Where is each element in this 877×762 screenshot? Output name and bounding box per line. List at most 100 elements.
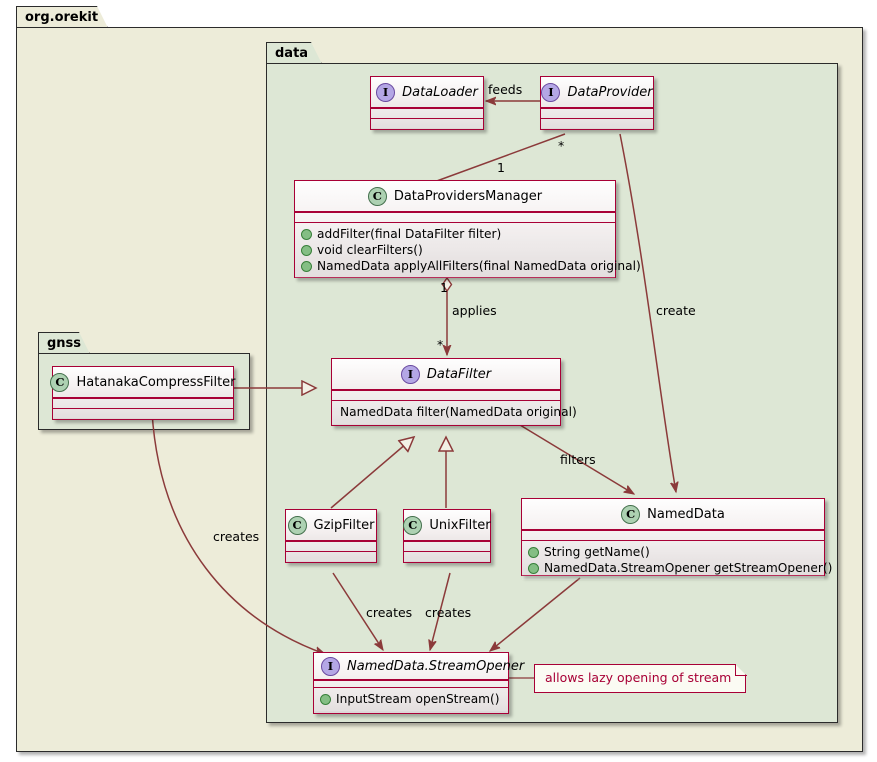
class-badge-icon: C <box>287 515 307 535</box>
package-label-org-orekit: org.orekit <box>25 10 99 25</box>
compartment-divider <box>404 550 490 552</box>
class-box-unixfilter[interactable]: C UnixFilter <box>403 509 491 563</box>
edge-label-creates-hatanaka: creates <box>213 529 260 544</box>
multiplicity-filter-one: 1 <box>440 280 448 295</box>
note-fold-corner-icon <box>735 664 747 676</box>
package-tab-gnss: gnss <box>38 332 90 354</box>
methods-compartment-nameddata: String getName() NamedData.StreamOpener … <box>522 541 832 580</box>
method-label: InputStream openStream() <box>336 692 500 706</box>
class-header-dataloader: I DataLoader <box>371 77 483 107</box>
class-box-hatanakacompressfilter[interactable]: C HatanakaCompressFilter <box>50 366 236 420</box>
method-label: NamedData applyAllFilters(final NamedDat… <box>317 259 641 273</box>
interface-badge-icon: I <box>400 364 420 384</box>
class-box-datafilter[interactable]: I DataFilter NamedData filter(NamedData … <box>331 358 577 426</box>
methods-compartment-dataloader <box>371 119 483 128</box>
interface-badge-icon: I <box>321 656 340 676</box>
class-box-streamopener[interactable]: I NamedData.StreamOpener InputStream ope… <box>313 652 524 714</box>
class-box-gzipfilter[interactable]: C GzipFilter <box>285 509 377 563</box>
interface-badge-icon: I <box>541 82 561 102</box>
multiplicity-filter-star: * <box>437 337 444 352</box>
methods-compartment-unixfilter <box>404 552 490 561</box>
multiplicity-manager-one: 1 <box>497 160 505 175</box>
class-name-datafilter: DataFilter <box>426 366 492 382</box>
methods-compartment-streamopener: InputStream openStream() <box>314 688 508 711</box>
note-lazy-opening: allows lazy opening of stream <box>534 664 746 693</box>
edge-label-create: create <box>656 303 696 318</box>
method-row: NamedData.StreamOpener getStreamOpener() <box>528 560 832 576</box>
class-header-datafilter: I DataFilter <box>332 359 560 389</box>
class-name-gzipfilter: GzipFilter <box>313 517 375 533</box>
compartment-divider <box>371 107 483 109</box>
interface-badge-icon: I <box>376 82 396 102</box>
public-visibility-icon <box>528 546 539 558</box>
compartment-divider <box>286 550 376 552</box>
compartment-divider <box>541 107 653 109</box>
attributes-compartment-streamopener <box>314 680 508 687</box>
edge-label-creates-gzip: creates <box>366 605 413 620</box>
compartment-divider <box>53 407 233 409</box>
attributes-compartment-datafilter <box>332 390 560 400</box>
method-label: String getName() <box>544 545 650 559</box>
method-row: InputStream openStream() <box>320 691 502 707</box>
compartment-divider <box>332 399 560 401</box>
public-visibility-icon <box>301 244 312 256</box>
class-header-dataprovider: I DataProvider <box>541 77 653 107</box>
compartment-divider <box>295 211 615 213</box>
compartment-divider <box>314 686 508 688</box>
edge-label-filters: filters <box>560 452 596 467</box>
method-label: NamedData.StreamOpener getStreamOpener() <box>544 561 833 575</box>
multiplicity-provider-star: * <box>558 138 565 153</box>
class-name-nameddata: NamedData <box>647 506 725 522</box>
compartment-divider <box>314 679 508 681</box>
class-badge-icon: C <box>403 515 423 535</box>
methods-compartment-gzipfilter <box>286 552 376 561</box>
method-row: NamedData applyAllFilters(final NamedDat… <box>301 258 641 274</box>
class-header-streamopener: I NamedData.StreamOpener <box>314 653 524 679</box>
public-visibility-icon <box>320 693 331 705</box>
compartment-divider <box>332 389 560 391</box>
attributes-compartment-manager <box>295 212 615 222</box>
attributes-compartment-unixfilter <box>404 541 490 551</box>
attributes-compartment-hatanaka <box>53 398 233 408</box>
methods-compartment-manager: addFilter(final DataFilter filter) void … <box>295 223 641 278</box>
package-tab-org-orekit: org.orekit <box>16 6 108 28</box>
compartment-divider <box>295 221 615 223</box>
attributes-compartment-nameddata <box>522 530 824 540</box>
methods-compartment-hatanaka <box>53 409 233 418</box>
package-tab-data: data <box>266 42 322 64</box>
compartment-divider <box>404 540 490 542</box>
attributes-compartment-dataloader <box>371 108 483 118</box>
method-row: void clearFilters() <box>301 242 609 258</box>
public-visibility-icon <box>301 260 312 272</box>
public-visibility-icon <box>528 562 539 574</box>
class-name-dataloader: DataLoader <box>402 84 478 100</box>
methods-compartment-dataprovider <box>541 119 653 128</box>
class-name-dataprovidersmanager: DataProvidersManager <box>393 188 543 204</box>
attributes-compartment-dataprovider <box>541 108 653 118</box>
attributes-compartment-gzipfilter <box>286 541 376 551</box>
edge-label-applies: applies <box>452 303 497 318</box>
package-label-data: data <box>275 46 309 61</box>
class-header-nameddata: C NamedData <box>522 499 824 529</box>
class-header-gzipfilter: C GzipFilter <box>286 510 376 540</box>
method-label: void clearFilters() <box>317 243 423 257</box>
class-header-hatanakacompressfilter: C HatanakaCompressFilter <box>50 367 236 397</box>
compartment-divider <box>286 540 376 542</box>
class-box-dataprovider[interactable]: I DataProvider <box>540 76 654 130</box>
public-visibility-icon <box>301 228 312 240</box>
method-row: String getName() <box>528 544 818 560</box>
compartment-divider <box>371 117 483 119</box>
class-box-dataprovidersmanager[interactable]: C DataProvidersManager addFilter(final D… <box>294 180 641 278</box>
class-badge-icon: C <box>367 186 387 206</box>
class-box-nameddata[interactable]: C NamedData String getName() NamedData.S… <box>521 498 832 580</box>
class-badge-icon: C <box>50 372 70 392</box>
edge-label-feeds: feeds <box>488 82 523 97</box>
compartment-divider <box>522 539 824 541</box>
package-label-gnss: gnss <box>47 336 82 351</box>
compartment-divider <box>541 117 653 119</box>
method-row: addFilter(final DataFilter filter) <box>301 226 609 242</box>
class-box-dataloader[interactable]: I DataLoader <box>370 76 484 130</box>
class-name-hatanakacompressfilter: HatanakaCompressFilter <box>76 374 236 390</box>
class-badge-icon: C <box>621 504 641 524</box>
